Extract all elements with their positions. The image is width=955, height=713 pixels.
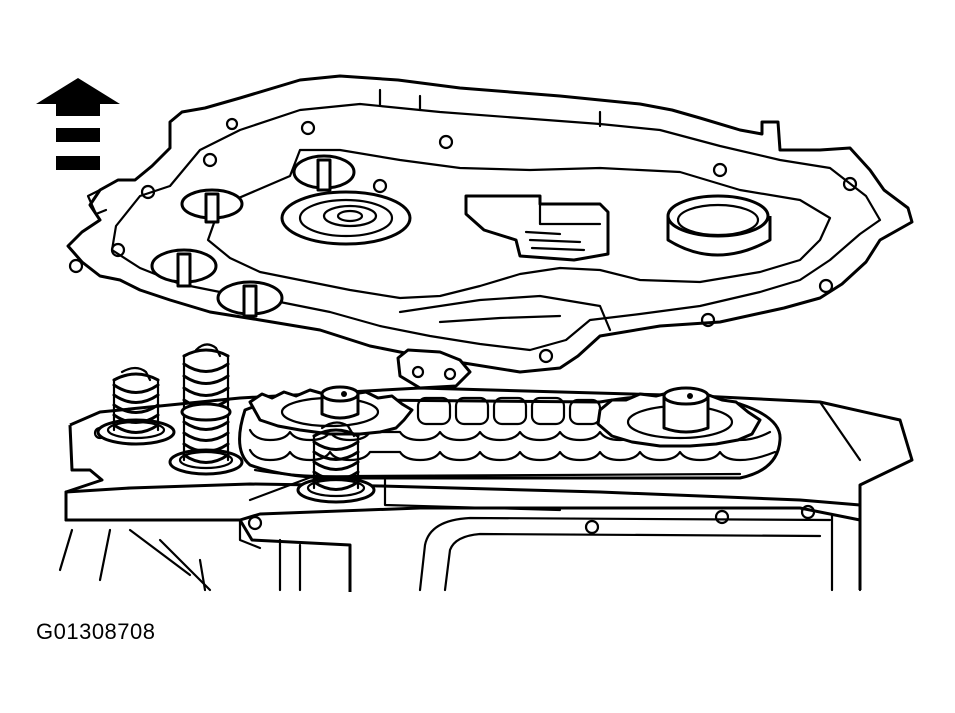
figure-code: G01308708 — [36, 619, 156, 644]
spring-1 — [96, 366, 176, 446]
driven-sprocket-right — [596, 386, 762, 448]
up-arrow-icon — [36, 78, 120, 170]
spring-2 — [168, 343, 244, 476]
case-cover — [66, 74, 914, 390]
spring-3 — [296, 421, 376, 504]
